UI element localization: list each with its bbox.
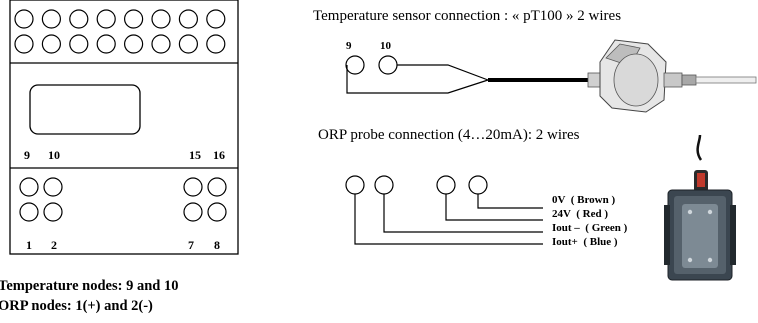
orp-wire-0v [477, 194, 543, 209]
orp-section-title: ORP probe connection (4…20mA): 2 wires [318, 127, 580, 143]
top-terminal [124, 34, 144, 54]
bottom-terminal [43, 177, 63, 197]
device-body [9, 0, 239, 255]
sensor-wire-9 [346, 65, 489, 94]
top-terminal [41, 9, 62, 29]
bottom-terminal [207, 177, 227, 197]
bottom-terminal [207, 202, 227, 222]
top-terminal [151, 34, 171, 54]
sensor-terminal-label-10: 10 [380, 40, 392, 52]
orp-nodes-note: ORP nodes: 1(+) and 2(-) [0, 298, 153, 314]
top-terminal [96, 9, 116, 29]
bottom-terminal [19, 202, 39, 222]
terminal-label-2: 2 [51, 238, 57, 252]
terminal-label-9: 9 [24, 148, 30, 162]
terminal-label-15: 15 [189, 148, 201, 162]
orp-wire-24v [445, 194, 543, 221]
top-terminal [206, 9, 226, 29]
bottom-terminal [183, 177, 203, 197]
top-terminal [69, 34, 89, 54]
orp-section: ORP probe connection (4…20mA): 2 wires 0… [318, 127, 736, 281]
terminal-label-8: 8 [214, 238, 220, 252]
orp-wire-iout-minus [383, 194, 543, 233]
top-terminal [69, 9, 89, 29]
sensor-terminal-10 [378, 55, 398, 75]
terminal-label-16: 16 [213, 148, 225, 162]
orp-terminal-3 [436, 175, 456, 195]
top-terminal-block [14, 9, 226, 54]
sensor-wire-10 [397, 64, 489, 81]
wire-label-24v: 24V ( Red ) [552, 208, 608, 220]
top-terminal [14, 34, 34, 54]
device-module: 9 10 15 16 1 2 7 8 [9, 0, 239, 255]
terminal-label-10: 10 [48, 148, 60, 162]
wire-label-0v: 0V ( Brown ) [552, 194, 615, 206]
orp-terminal-2 [374, 175, 394, 195]
top-terminal [178, 34, 198, 54]
sensor-terminal-9 [345, 55, 365, 75]
top-terminal [124, 9, 144, 29]
wire-label-iout-plus: Iout+ ( Blue ) [552, 236, 618, 248]
top-terminal [206, 34, 226, 54]
temperature-nodes-note: Temperature nodes: 9 and 10 [0, 278, 178, 294]
orp-terminal-1 [345, 175, 365, 195]
top-terminal [178, 9, 198, 29]
bottom-terminal [43, 202, 63, 222]
bottom-terminal [19, 177, 39, 197]
top-terminal [96, 34, 116, 54]
top-terminal [41, 34, 62, 54]
temperature-section-title: Temperature sensor connection : « pT100 … [313, 8, 621, 24]
device-display [29, 84, 141, 135]
top-terminal [151, 9, 171, 29]
orp-wire-iout-plus [354, 194, 543, 245]
terminal-label-7: 7 [188, 238, 194, 252]
top-terminal [14, 9, 34, 29]
terminal-label-1: 1 [26, 238, 32, 252]
temperature-section: Temperature sensor connection : « pT100 … [313, 8, 757, 113]
bottom-terminal [183, 202, 203, 222]
pt100-sensor-icon [587, 39, 757, 113]
sensor-terminal-label-9: 9 [346, 40, 352, 52]
bottom-terminal-block [19, 177, 227, 222]
wire-label-iout-minus: Iout – ( Green ) [552, 222, 628, 234]
orp-probe-icon [664, 134, 736, 281]
orp-terminal-4 [468, 175, 488, 195]
